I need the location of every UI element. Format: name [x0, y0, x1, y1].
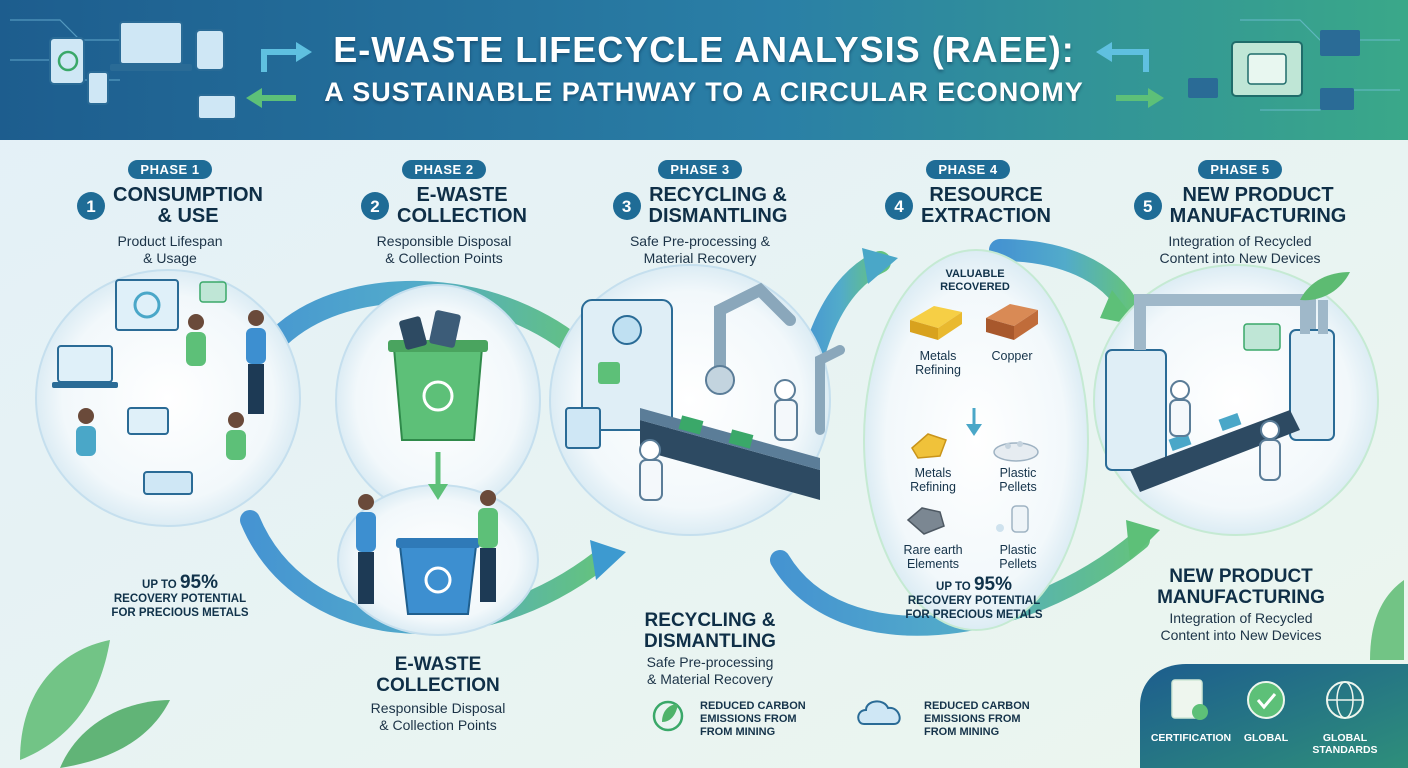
phase-1-badge: PHASE 1: [128, 160, 212, 179]
phase-1-header: PHASE 1 1 CONSUMPTION& USE Product Lifes…: [50, 160, 290, 267]
phase-1-title-l1: CONSUMPTION: [113, 184, 263, 206]
recovery-value-2: 95%: [973, 574, 1012, 595]
resource-item-copper: Copper: [991, 349, 1033, 363]
phase-4-badge: PHASE 4: [926, 160, 1010, 179]
cycle-arrows-right: [1096, 42, 1164, 108]
title-line-2: A SUSTAINABLE PATHWAY TO A CIRCULAR ECON…: [324, 77, 1084, 107]
phase-5-title-l1: NEW PRODUCT: [1182, 184, 1334, 206]
plastic-pellets-icon: [993, 441, 1039, 462]
blue-bin-icon: [356, 490, 498, 615]
phase-2-title-l1: E-WASTE: [416, 184, 508, 206]
phase-1-sub-l1: Product Lifespan: [117, 233, 223, 249]
consumption-scene: [52, 279, 266, 495]
title-line-1: E-WASTE LIFECYCLE ANALYSIS (RAEE):: [333, 29, 1075, 70]
phase-3-badge: PHASE 3: [658, 160, 742, 179]
leaf-cycle-icon: [652, 700, 684, 732]
recovery-stat-left: UP TO 95% RECOVERY POTENTIAL FOR PRECIOU…: [111, 572, 249, 619]
recycle-icon: [57, 50, 79, 72]
badge-certification: CERTIFICATION: [1150, 732, 1232, 744]
gold-bar-icon: [910, 306, 962, 340]
rare-earth-icon: [906, 507, 945, 535]
certificate-icon: [1171, 679, 1208, 720]
globe-icon: [1326, 681, 1364, 719]
recovery-value: 95%: [179, 572, 218, 593]
phase-2-title-l2: COLLECTION: [397, 205, 527, 227]
collection-subtitle: Responsible Disposal& Collection Points: [370, 700, 506, 733]
phase-4-number: 4: [885, 192, 913, 220]
phase-5-badge: PHASE 5: [1198, 160, 1282, 179]
cloud-icon: [857, 700, 901, 725]
leaf-icon: [20, 272, 1404, 768]
phase-2-sub-l1: Responsible Disposal: [376, 233, 512, 249]
tablet-icon: [49, 37, 85, 85]
recycling-title: RECYCLING &DISMANTLING: [644, 610, 776, 652]
recycle-bin-icon: [388, 310, 488, 441]
phase-4-title-l1: RESOURCE: [929, 184, 1043, 206]
phase-3-number: 3: [612, 192, 641, 220]
phase-2-badge: PHASE 2: [402, 160, 486, 179]
phase-3-sub-l1: Safe Pre-processing &: [629, 233, 771, 249]
badge-global: GLOBAL: [1243, 732, 1289, 744]
phase-1-number: 1: [77, 192, 105, 220]
factory-icon: [1105, 294, 1335, 492]
phase-5-title-l2: MANUFACTURING: [1169, 205, 1347, 227]
page-title: E-WASTE LIFECYCLE ANALYSIS (RAEE): A SUS…: [300, 28, 1108, 110]
phase-2-sub-l2: & Collection Points: [385, 250, 503, 266]
conveyor-icon: [565, 299, 820, 500]
phase-3-title-l2: DISMANTLING: [648, 205, 788, 227]
phase-1-title-l2: & USE: [157, 205, 219, 227]
cycle-arrows-left: [246, 42, 312, 108]
recovery-stat-right: UP TO 95% RECOVERY POTENTIAL FOR PRECIOU…: [905, 574, 1043, 621]
phase-1-sub-l2: & Usage: [143, 250, 197, 266]
laptop-icon: [110, 21, 192, 71]
phase-3-title-l1: RECYCLING &: [649, 184, 787, 206]
check-shield-icon: [1247, 681, 1285, 719]
copper-bar-icon: [986, 304, 1038, 340]
phase-5-sub-l1: Integration of Recycled: [1168, 233, 1312, 249]
pellet-bottle-icon: [996, 505, 1029, 533]
phase-4-title-l2: EXTRACTION: [921, 205, 1051, 227]
recycling-subtitle: Safe Pre-processing& Material Recovery: [646, 654, 774, 687]
phase-5-sub-l2: Content into New Devices: [1159, 250, 1321, 266]
gold-nuggets-icon: [911, 433, 947, 459]
chip-icon: [1188, 30, 1360, 110]
phase-5-number: 5: [1133, 192, 1162, 220]
phase-3-sub-l2: Material Recovery: [643, 250, 757, 266]
phase-3-header: PHASE 3 3 RECYCLING &DISMANTLING Safe Pr…: [580, 160, 820, 267]
phase-2-number: 2: [361, 192, 389, 220]
robot-arm-icon: [639, 282, 845, 501]
